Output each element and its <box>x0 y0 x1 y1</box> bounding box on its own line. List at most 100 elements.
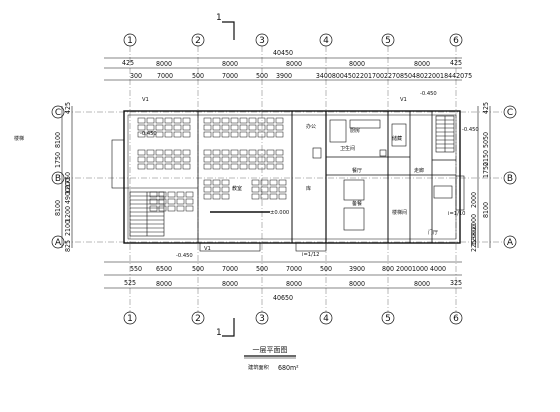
desk <box>137 124 146 131</box>
desk <box>137 149 146 156</box>
desk <box>203 124 212 131</box>
desk <box>212 117 221 124</box>
edge-dim-top-left: 425 <box>122 59 134 67</box>
desk <box>266 117 275 124</box>
desk <box>239 156 248 163</box>
dim-right: 8100 <box>482 202 490 218</box>
desk <box>155 149 164 156</box>
desk <box>173 124 182 131</box>
grid-label-row: B <box>507 174 513 184</box>
room-storage: 储藏 <box>392 135 402 142</box>
desk <box>155 117 164 124</box>
edge-dim-bottom-left: 525 <box>124 279 136 287</box>
tag-v1-right: V1 <box>400 97 407 103</box>
desk <box>248 124 257 131</box>
dim-bottom-bay: 8000 <box>286 280 302 288</box>
dim-top-opening: 7000 <box>222 72 238 80</box>
slope-label-2: i=1/10 <box>448 211 465 217</box>
level-3: -0.450 <box>420 91 437 97</box>
fixture-8 <box>433 185 453 199</box>
section-mark-top <box>222 21 235 40</box>
dim-left: 2100 <box>64 220 72 236</box>
dim-left: 1750 <box>64 172 72 188</box>
desk <box>146 131 155 138</box>
dim-bottom-bay: 8000 <box>156 280 172 288</box>
desk <box>167 191 176 198</box>
desk <box>269 186 278 193</box>
dim-bottom-bay: 8000 <box>222 280 238 288</box>
desk <box>164 131 173 138</box>
room-corridor: 走廊 <box>414 167 424 174</box>
desk <box>149 205 158 212</box>
level-4: -0.450 <box>462 127 479 133</box>
dim-bottom-opening: 500 <box>256 265 268 273</box>
desk <box>182 163 191 170</box>
desk <box>248 156 257 163</box>
desk <box>257 163 266 170</box>
desk <box>173 163 182 170</box>
grid-label-row: B <box>55 174 61 184</box>
desk <box>275 124 284 131</box>
desk <box>260 186 269 193</box>
room-dining: 餐厅 <box>352 167 362 174</box>
area-label: 建筑面积 <box>248 363 269 371</box>
dim-bottom-opening: 7000 <box>222 265 238 273</box>
desk <box>203 163 212 170</box>
dim-top-bay: 8000 <box>222 60 238 68</box>
grid-label-col: 5 <box>385 314 391 324</box>
desk <box>158 198 167 205</box>
desk <box>173 117 182 124</box>
desk <box>212 131 221 138</box>
desk <box>203 117 212 124</box>
desk <box>269 179 278 186</box>
entry-step-bottom <box>199 242 261 252</box>
desk <box>257 117 266 124</box>
room-prep: 备餐 <box>352 200 362 207</box>
slope-label: i=1/12 <box>302 252 319 258</box>
dim-bottom-opening: 7000 <box>286 265 302 273</box>
desk <box>221 117 230 124</box>
level-2: -0.450 <box>176 253 193 259</box>
overall-dim-top: 40450 <box>273 49 293 57</box>
desk <box>137 163 146 170</box>
room-stairwell: 楼梯间 <box>392 209 407 216</box>
fixture-4 <box>343 207 365 231</box>
desk <box>158 205 167 212</box>
desk <box>173 149 182 156</box>
dim-top-opening: 500 <box>256 72 268 80</box>
desk <box>230 117 239 124</box>
dim-top-bay: 8000 <box>156 60 172 68</box>
room-lobby: 门厅 <box>428 229 438 236</box>
desk <box>221 163 230 170</box>
desk <box>275 117 284 124</box>
grid-label-col: 1 <box>127 36 133 46</box>
grid-bubble-row <box>503 235 517 249</box>
room-classroom: 教室 <box>232 185 242 192</box>
room-store: 库 <box>306 185 311 192</box>
desk <box>146 156 155 163</box>
plan-linework <box>61 21 491 359</box>
fixture-3 <box>343 179 365 201</box>
desk <box>221 186 230 193</box>
dim-right: 2150 <box>482 150 490 166</box>
dim-right: 2000 <box>470 214 478 230</box>
desk <box>251 193 260 200</box>
desk <box>182 131 191 138</box>
dim-right: 5050 <box>482 132 490 148</box>
desk <box>185 205 194 212</box>
dim-bottom-opening: 4000 <box>430 265 446 273</box>
desk <box>158 191 167 198</box>
ramp-bottom <box>295 242 327 252</box>
desk <box>185 198 194 205</box>
desk <box>137 156 146 163</box>
desk <box>266 163 275 170</box>
desk <box>182 156 191 163</box>
desk <box>266 156 275 163</box>
desk <box>248 149 257 156</box>
left-side-label: 楼梯 <box>14 135 24 142</box>
desk <box>155 156 164 163</box>
desk <box>185 191 194 198</box>
dim-top-opening: 3900 <box>276 72 292 80</box>
desk <box>182 124 191 131</box>
